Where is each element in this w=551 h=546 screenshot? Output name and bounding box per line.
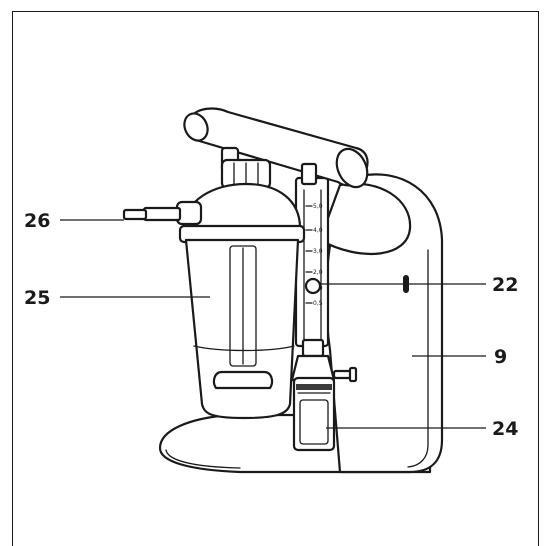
- humidifier-jar-25: [184, 238, 300, 420]
- callout-22: 22: [492, 274, 518, 296]
- callout-26: 26: [24, 210, 50, 232]
- flow-regulator-24: [292, 376, 336, 452]
- holder-cup: [318, 182, 412, 256]
- scale-label: 2,0: [313, 269, 323, 276]
- flowmeter-tube: [294, 176, 330, 348]
- flow-float: [304, 277, 322, 295]
- diagram-frame: [12, 11, 539, 546]
- scale-label: 5,0: [313, 203, 323, 210]
- callout-9: 9: [494, 346, 507, 368]
- diffuser: [212, 370, 274, 390]
- scale-label: 0,5: [313, 300, 323, 307]
- inlet-connector-26: [122, 200, 203, 226]
- callout-24: 24: [492, 418, 518, 440]
- callout-25: 25: [24, 287, 50, 309]
- scale-label: 3,0: [313, 248, 323, 255]
- scale-label: 4,0: [313, 227, 323, 234]
